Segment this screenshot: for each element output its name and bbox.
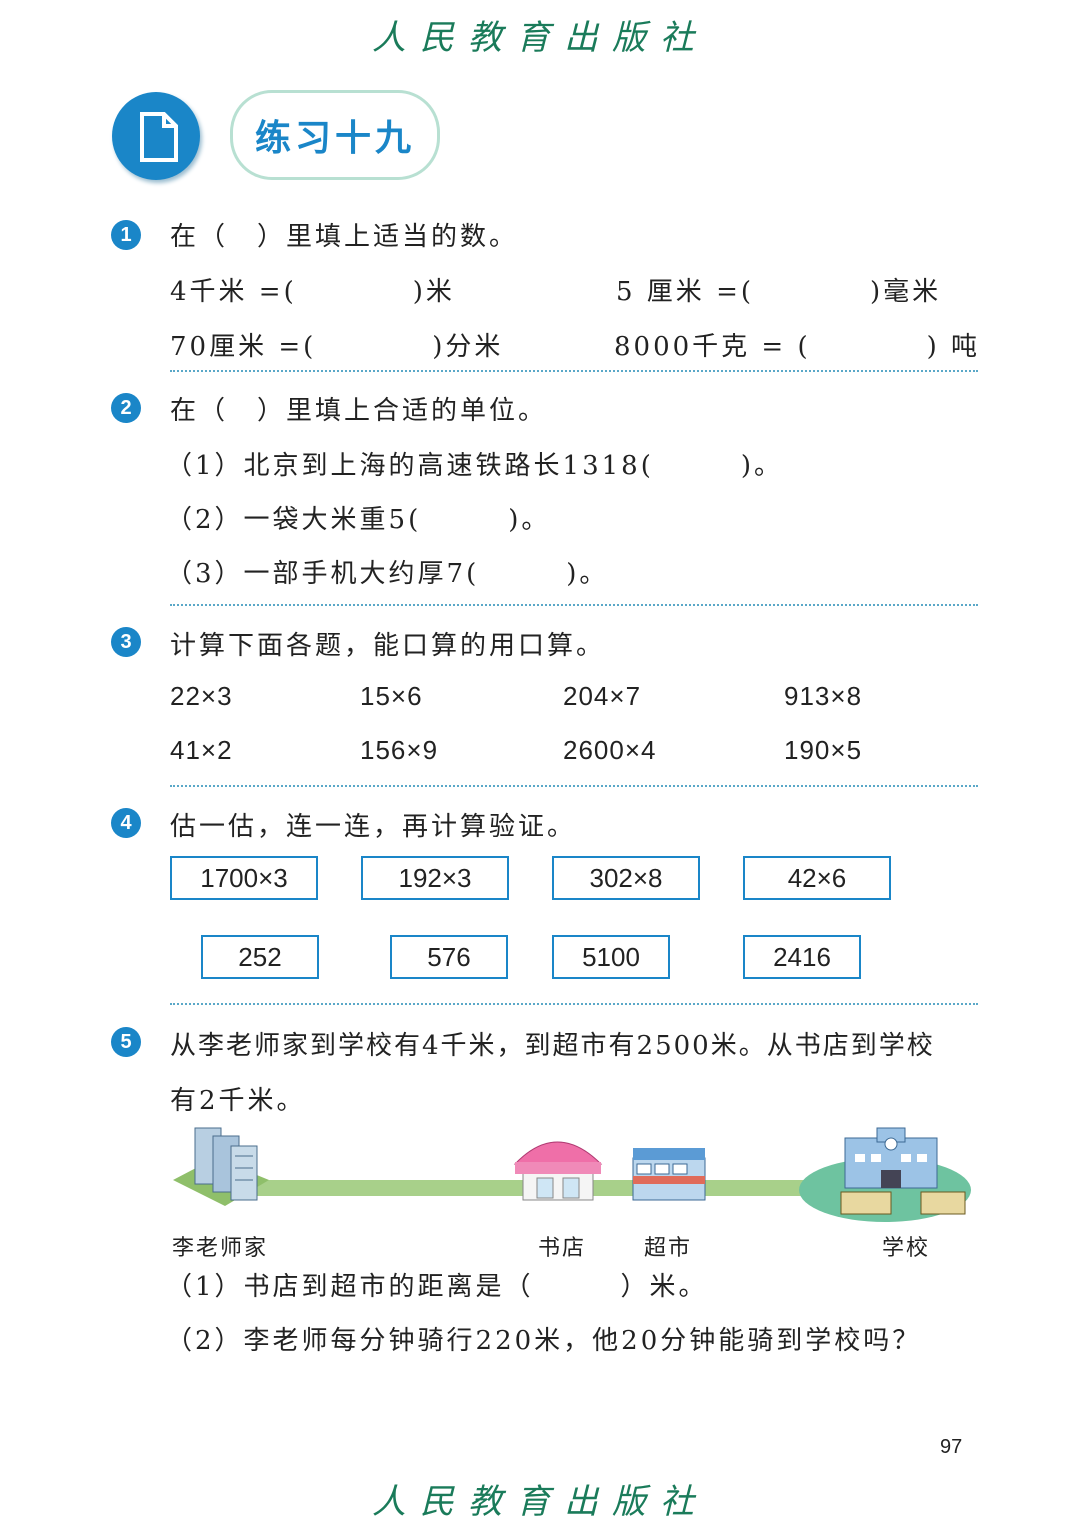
supermarket-icon	[632, 1148, 706, 1201]
answer-box[interactable]: 576	[390, 935, 508, 979]
divider	[170, 370, 978, 372]
q4-prompt: 估一估，连一连，再计算验证。	[170, 812, 577, 842]
q1-item-3: 70厘米 =( )分米	[170, 332, 504, 362]
route-illustration	[165, 1118, 980, 1233]
label-school: 学校	[882, 1236, 931, 1261]
divider	[170, 1003, 978, 1005]
q3-prompt: 计算下面各题，能口算的用口算。	[170, 631, 606, 661]
q5-sub-2: （2）李老师每分钟骑行220米，他20分钟能骑到学校吗？	[166, 1326, 922, 1356]
q1-item-2: 5 厘米 =( )毫米	[616, 277, 942, 307]
question-number-2: 2	[111, 393, 141, 423]
q3-problem: 2600×4	[563, 735, 657, 765]
label-supermarket: 超市	[644, 1236, 693, 1261]
label-home: 李老师家	[172, 1236, 269, 1261]
answer-box[interactable]: 2416	[743, 935, 861, 979]
q5-line-1: 从李老师家到学校有4千米，到超市有2500米。从书店到学校	[170, 1031, 935, 1061]
expression-box[interactable]: 192×3	[361, 856, 509, 900]
q1-prompt: 在（ ）里填上适当的数。	[170, 222, 519, 252]
q3-problem: 22×3	[170, 681, 233, 711]
apartment-building-icon	[173, 1127, 269, 1206]
page-title: 练习十九	[254, 117, 415, 159]
q3-problem: 156×9	[360, 735, 439, 765]
q3-problem: 15×6	[360, 681, 423, 711]
q2-item-1: （1）北京到上海的高速铁路长1318( )。	[166, 451, 783, 481]
q1-item-1: 4千米 =( )米	[170, 277, 455, 307]
q5-line-2: 有2千米。	[170, 1086, 306, 1116]
q3-problem: 204×7	[563, 681, 642, 711]
bookstore-icon	[513, 1141, 603, 1201]
q5-sub-1: （1）书店到超市的距离是（ ）米。	[166, 1272, 708, 1302]
question-number-1: 1	[111, 220, 141, 250]
q3-problem: 913×8	[784, 681, 863, 711]
question-number-5: 5	[111, 1027, 141, 1057]
publisher-footer: 人民教育出版社	[372, 1482, 708, 1522]
expression-box[interactable]: 42×6	[743, 856, 891, 900]
answer-box[interactable]: 5100	[552, 935, 670, 979]
title-pill: 练习十九	[230, 90, 440, 180]
school-icon	[799, 1127, 971, 1222]
answer-box[interactable]: 252	[201, 935, 319, 979]
divider	[170, 604, 978, 606]
exercise-icon	[112, 92, 200, 180]
q2-item-3: （3）一部手机大约厚7( )。	[166, 559, 609, 589]
expression-box[interactable]: 302×8	[552, 856, 700, 900]
expression-box[interactable]: 1700×3	[170, 856, 318, 900]
publisher-header: 人民教育出版社	[372, 18, 708, 58]
q3-problem: 190×5	[784, 735, 863, 765]
label-bookstore: 书店	[538, 1236, 587, 1261]
q3-problem: 41×2	[170, 735, 233, 765]
page-number: 97	[940, 1436, 963, 1458]
question-number-3: 3	[111, 627, 141, 657]
q2-item-2: （2）一袋大米重5( )。	[166, 505, 551, 535]
question-number-4: 4	[111, 808, 141, 838]
q2-prompt: 在（ ）里填上合适的单位。	[170, 396, 548, 426]
divider	[170, 785, 978, 787]
q1-item-4: 8000千克 = ( ) 吨	[614, 332, 981, 362]
